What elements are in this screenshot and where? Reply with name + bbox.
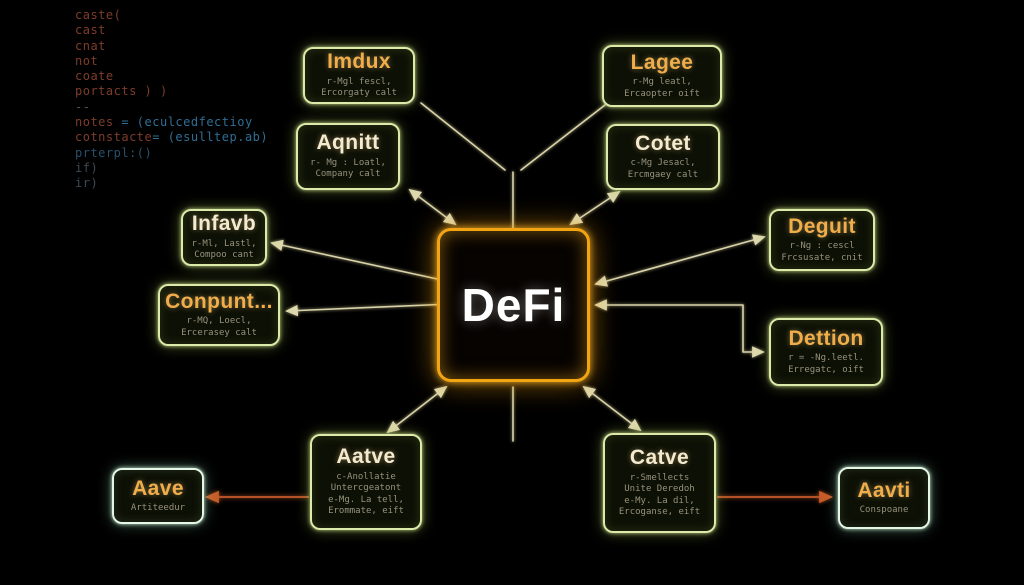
node-subtitle: r-Ml, Lastl, Compoo cant [191,238,257,261]
node-lagee: Lagee r-Mg leatl, Ercaopter oift [602,45,722,107]
node-subtitle: r-Smellects Unite Deredoh e-My. La dil, … [618,472,701,518]
node-subtitle: c-Anollatie Untercgeatont e-Mg. La tell,… [328,471,404,517]
node-title: Imdux [327,50,391,74]
code-line: cotnstacte= (esulltep.ab) [75,130,269,145]
node-subtitle: r = -Ng.leetl. Erregatc, oift [788,353,864,375]
node-title: Aqnitt [316,131,380,155]
node-subtitle: r- Mg : Loatl, Company calt [310,157,386,180]
node-subtitle: r-Ng : cescl Frcsusate, cnit [781,241,863,263]
node-title: Catve [629,446,690,470]
edge-defi-dettion [594,299,765,358]
node-subtitle: Artiteedur [130,502,186,513]
node-aqnitt: Aqnitt r- Mg : Loatl, Company calt [296,123,400,190]
code-line: caste( [75,8,122,22]
code-line: cast [75,23,106,38]
code-line: not [75,53,99,68]
code-line: if) [75,160,99,175]
code-line: ir) [75,176,99,191]
code-line: prterpl:() [75,145,153,160]
node-title: Dettion [788,326,864,350]
code-line: portacts ) ) [75,84,168,99]
node-dettion: Dettion r = -Ng.leetl. Erregatc, oift [769,318,883,386]
edge-conpunt-defi [285,298,453,317]
node-title: Aatve [336,445,396,469]
edge-cotet-defi [569,190,621,226]
node-title: Aave [132,476,184,500]
node-subtitle: r-MQ, Loecl, Ercerasey calt [181,316,257,338]
node-title: Conpunt... [165,289,273,313]
edge-defi-aatve [386,385,448,434]
node-title: Lagee [630,50,694,74]
edge-defi-catve [582,385,642,432]
node-conpunt: Conpunt... r-MQ, Loecl, Ercerasey calt [158,284,280,346]
code-line: coate [75,69,114,84]
node-aatve: Aatve c-Anollatie Untercgeatont e-Mg. La… [310,434,422,530]
edge-infavb-defi [270,239,453,286]
node-catve: Catve r-Smellects Unite Deredoh e-My. La… [603,433,716,533]
node-aavti: Aavti Conspoane [838,467,930,529]
node-title: Deguit [788,214,856,238]
node-title: Aavti [857,478,911,502]
node-imdux: Imdux r-Mgl fescl, Ercorgaty calt [303,47,415,104]
node-title: DeFi [461,278,566,331]
node-title: Cotet [635,131,691,155]
node-deguit: Deguit r-Ng : cescl Frcsusate, cnit [769,209,875,271]
node-subtitle: Conspoane [859,504,909,515]
edge-imdux-vline [420,102,506,171]
node-infavb: Infavb r-Ml, Lastl, Compoo cant [181,209,267,266]
code-line: notes = (eculcedfectioy [75,115,253,130]
node-subtitle: r-Mgl fescl, Ercorgaty calt [321,76,397,99]
node-aave: Aave Artiteedur [112,468,204,524]
code-line: cnat [75,38,106,53]
node-cotet: Cotet c-Mg Jesacl, Ercmgaey calt [606,124,720,190]
edge-lagee-vline [520,104,606,171]
node-defi: DeFi [437,228,590,382]
code-line: -- [75,99,91,114]
node-subtitle: c-Mg Jesacl, Ercmgaey calt [627,158,699,180]
node-title: Infavb [191,212,257,236]
edge-aqnitt-defi [408,188,457,226]
node-subtitle: r-Mg leatl, Ercaopter oift [624,77,700,99]
edge-defi-deguit [594,234,766,287]
